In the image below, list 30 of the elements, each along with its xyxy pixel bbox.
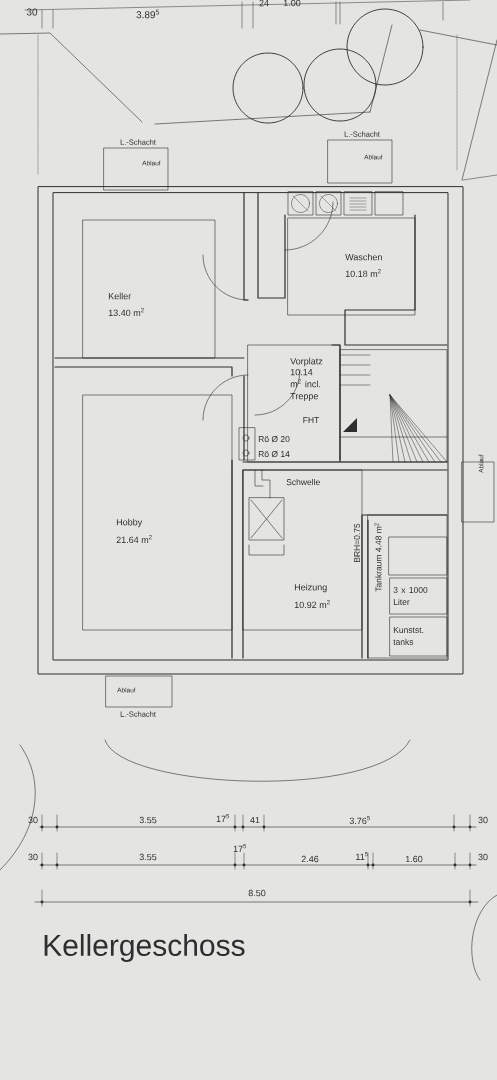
annotation: Rö Ø 20 <box>258 435 290 443</box>
dimension-label: 41 <box>250 816 260 824</box>
annotation: Schwelle <box>286 478 320 486</box>
height-label: BRH=0.75 <box>354 523 360 563</box>
dimension-label: 30 <box>28 816 38 824</box>
dimension-label: 17$^{5}$ <box>216 814 230 822</box>
dimension-label: 11$^{5}$ <box>356 852 368 860</box>
dimension-label: 8.50 <box>248 889 266 897</box>
dimension-label: 3.55 <box>139 853 157 861</box>
dimension-label: 1.60 <box>405 855 423 863</box>
dimension-label: 30 <box>478 853 488 861</box>
tank-box: Kunstst. tanks <box>389 616 448 657</box>
room-outline: Waschen 10.18 m$^{2}$ <box>287 217 416 316</box>
room-outline: Keller 13.40 m$^{2}$ <box>82 219 216 359</box>
annotation: FHT <box>303 417 320 423</box>
dimension-label: 3.55 <box>139 816 157 824</box>
dimension-label: 30 <box>26 8 38 16</box>
room-outline: Hobby 21.64 m$^{2}$ <box>82 394 233 631</box>
dimension-label: 1.00 <box>283 0 301 7</box>
dimension-label: 3.89$^{5}$ <box>136 9 160 19</box>
dimension-label: 17$^{5}$ <box>233 844 247 852</box>
dimension-label: 24 <box>259 0 269 7</box>
annotation: Rö Ø 14 <box>258 450 290 458</box>
tank-box <box>388 536 448 576</box>
dimension-label: 30 <box>28 853 38 861</box>
tank-box: 3 x 1000 Liter <box>389 577 448 615</box>
dimension-label: 2.46 <box>301 855 319 863</box>
dimension-label: 3.76$^{5}$ <box>349 816 370 825</box>
dimension-label: 30 <box>478 816 488 824</box>
plan-title: Kellergeschoss <box>44 934 245 962</box>
